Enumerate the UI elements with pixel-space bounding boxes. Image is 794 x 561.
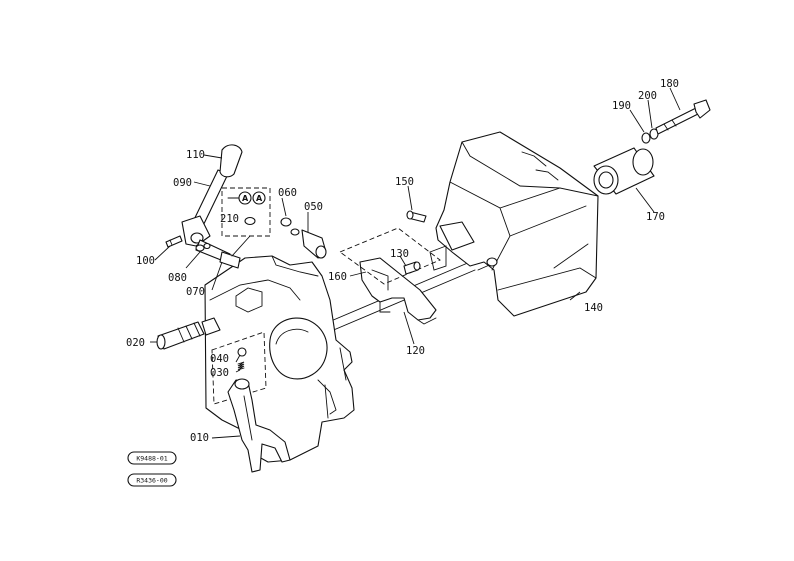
label-110: 110 — [186, 149, 205, 161]
label-180: 180 — [660, 78, 679, 90]
shift-fork-010 — [227, 378, 291, 473]
label-190: 190 — [612, 100, 631, 112]
reference-text-1: K9488-01 — [136, 455, 167, 463]
reference-text-2: R3436-00 — [136, 477, 167, 485]
detent-spring-030 — [237, 347, 247, 371]
label-050: 050 — [304, 201, 323, 213]
reference-badge-2: R3436-00 — [127, 473, 177, 487]
lever-knob-110 — [219, 144, 243, 178]
label-160: 160 — [328, 271, 347, 283]
label-210: 210 — [220, 213, 239, 225]
label-060: 060 — [278, 187, 297, 199]
label-080: 080 — [168, 272, 187, 284]
label-020: 020 — [126, 337, 145, 349]
detail-mark-a-right: A — [256, 194, 263, 203]
bracket-120 — [339, 227, 441, 325]
o-ring-060 — [280, 217, 300, 236]
pin-080 — [195, 242, 211, 252]
label-200: 200 — [638, 90, 657, 102]
pin-100 — [165, 235, 183, 248]
leader-lines — [150, 87, 681, 439]
label-090: 090 — [173, 177, 192, 189]
label-120: 120 — [406, 345, 425, 357]
label-130: 130 — [390, 248, 409, 260]
label-070: 070 — [186, 286, 205, 298]
label-170: 170 — [646, 211, 665, 223]
label-150: 150 — [395, 176, 414, 188]
detail-box-210 — [221, 187, 271, 257]
bolt-130 — [403, 261, 421, 275]
label-040: 040 — [210, 353, 229, 365]
pin-050 — [301, 229, 327, 259]
label-140: 140 — [584, 302, 603, 314]
cover-140 — [429, 131, 599, 317]
bolt-150 — [406, 210, 427, 223]
rod-180 — [655, 99, 711, 135]
reference-badge-1: K9488-01 — [127, 451, 177, 465]
label-010: 010 — [190, 432, 209, 444]
label-030: 030 — [210, 367, 229, 379]
detail-mark-a-left: A — [242, 194, 249, 203]
label-100: 100 — [136, 255, 155, 267]
shift-shaft-020 — [156, 317, 221, 350]
sleeve-170 — [593, 147, 655, 195]
washer-190 — [641, 132, 651, 144]
